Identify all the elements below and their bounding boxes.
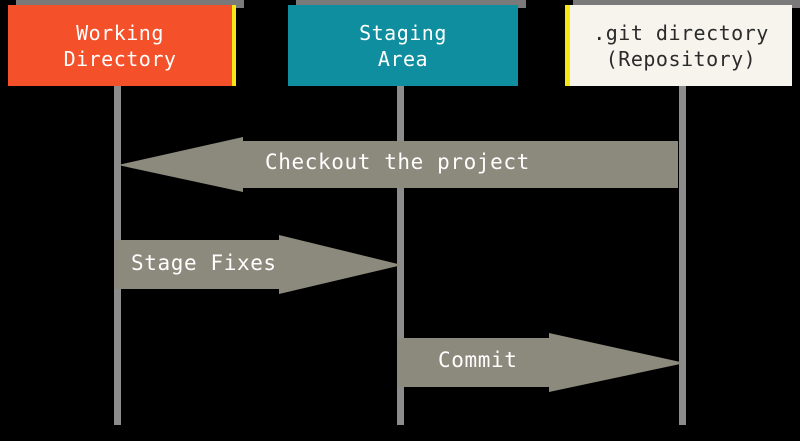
arrow-stage-fixes bbox=[114, 230, 402, 300]
arrow-commit bbox=[397, 328, 685, 398]
working-directory-box-shadow bbox=[16, 0, 244, 8]
lifeline-staging-area bbox=[397, 86, 404, 425]
lifeline-git-directory bbox=[679, 86, 686, 425]
node-staging-area: Staging Area bbox=[288, 5, 518, 86]
staging-area-box-shadow bbox=[296, 0, 526, 8]
arrow-checkout-the-project bbox=[118, 131, 678, 197]
node-working-directory: Working Directory bbox=[8, 5, 236, 86]
git-directory-box-shadow bbox=[573, 0, 800, 8]
node-git-directory: .git directory (Repository) bbox=[565, 5, 792, 86]
